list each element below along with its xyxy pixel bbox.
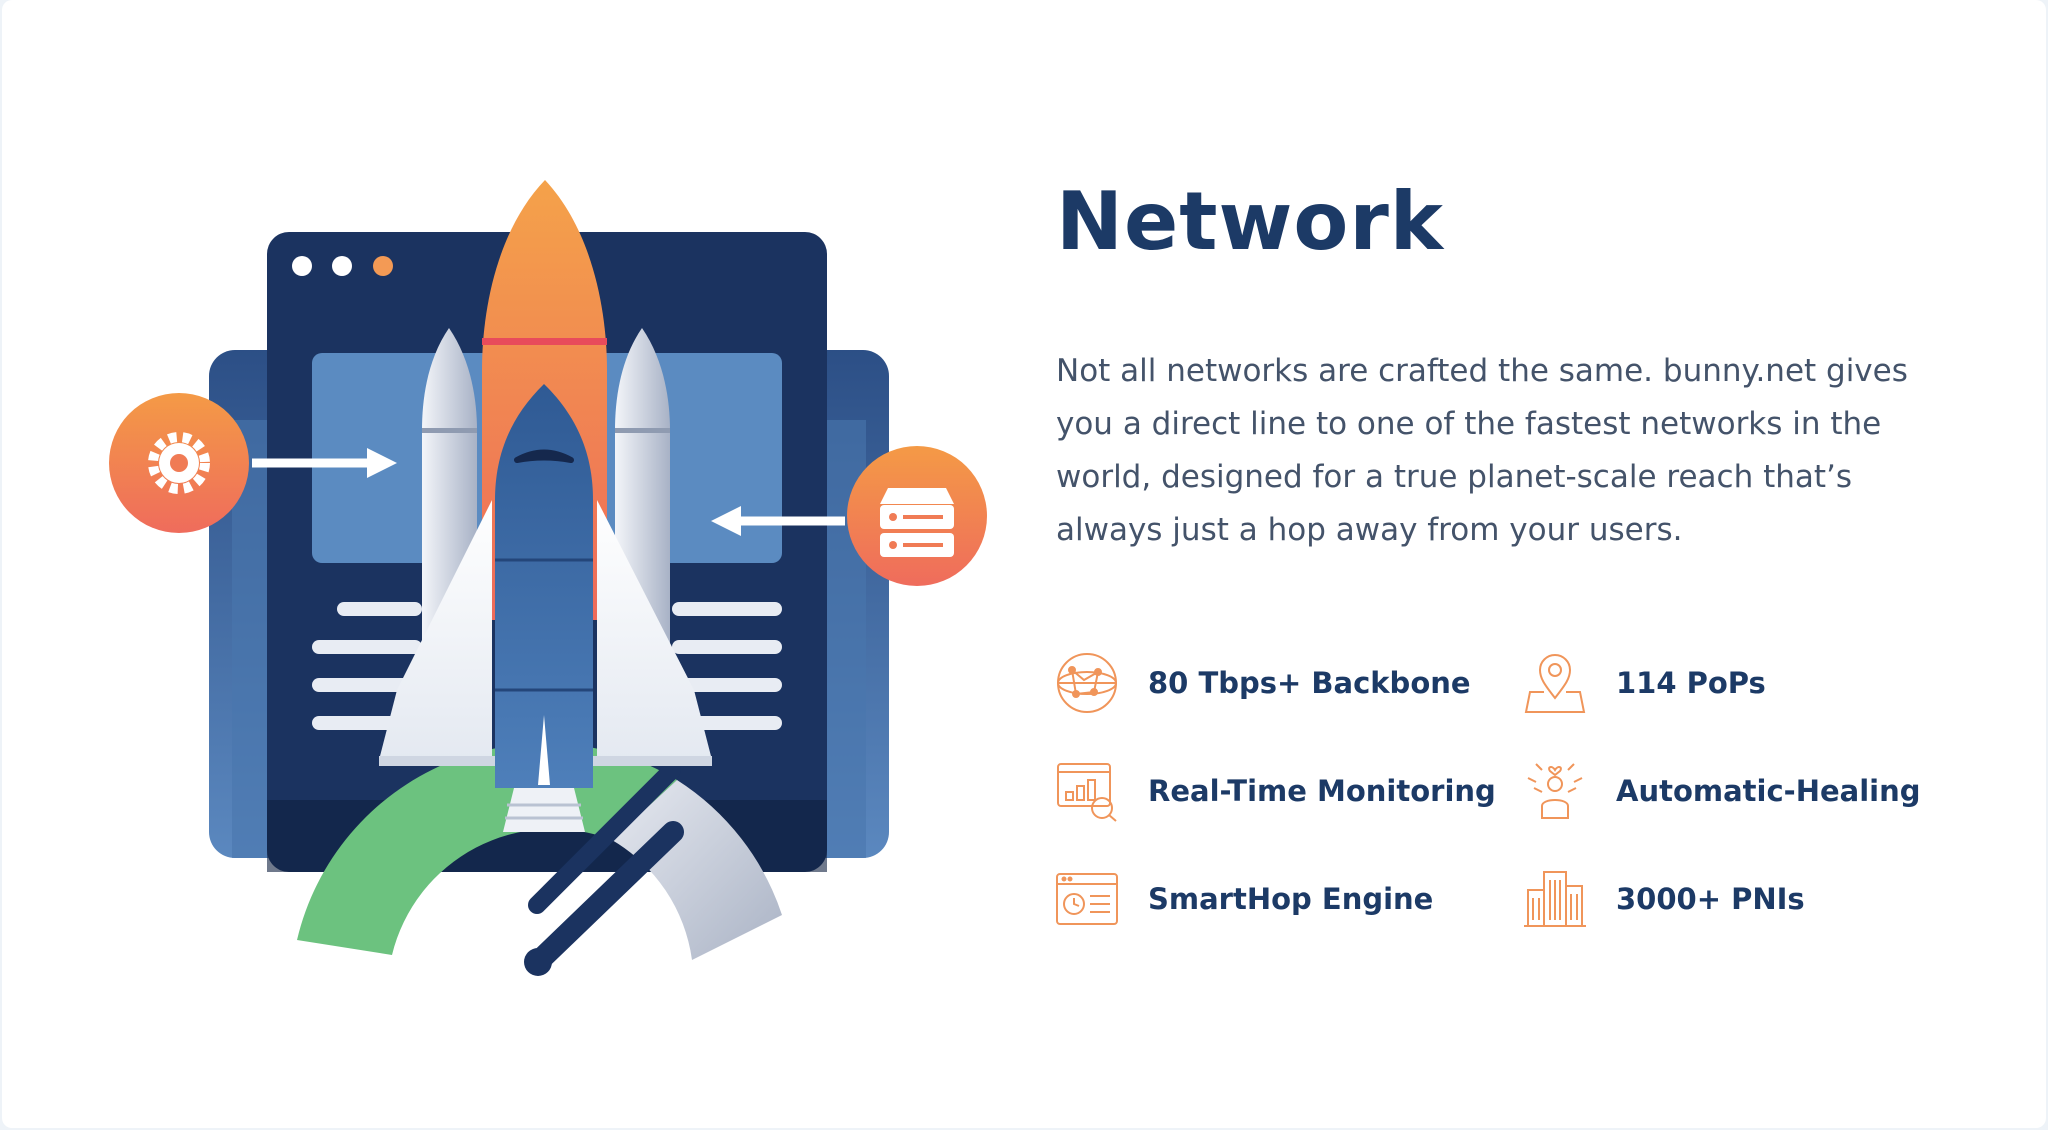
- buildings-icon: [1524, 871, 1586, 927]
- feature-smarthop: SmartHop Engine: [1054, 866, 1433, 932]
- section-description: Not all networks are crafted the same. b…: [1056, 353, 1908, 548]
- feature-label: Automatic-Healing: [1616, 774, 1921, 808]
- feature-pnis: 3000+ PNIs: [1522, 866, 1805, 932]
- feature-label: 3000+ PNIs: [1616, 882, 1805, 916]
- gear-icon: [148, 432, 210, 494]
- feature-backbone: 80 Tbps+ Backbone: [1054, 650, 1471, 716]
- browser-clock-icon: [1056, 873, 1118, 925]
- feature-monitoring: Real-Time Monitoring: [1054, 758, 1496, 824]
- monitoring-chart-icon: [1057, 763, 1117, 822]
- server-icon: [880, 488, 954, 557]
- healing-person-icon: [1527, 763, 1583, 819]
- feature-label: SmartHop Engine: [1148, 882, 1434, 916]
- feature-label: 80 Tbps+ Backbone: [1148, 666, 1471, 700]
- globe-network-icon: [1057, 653, 1117, 713]
- feature-pops: 114 PoPs: [1522, 650, 1766, 716]
- section-title: Network: [1056, 175, 1444, 268]
- feature-label: 114 PoPs: [1616, 666, 1766, 700]
- rocket-launch-illustration: [109, 180, 987, 976]
- location-pin-icon: [1524, 654, 1586, 713]
- feature-healing: Automatic-Healing: [1522, 758, 1921, 824]
- feature-label: Real-Time Monitoring: [1148, 774, 1496, 808]
